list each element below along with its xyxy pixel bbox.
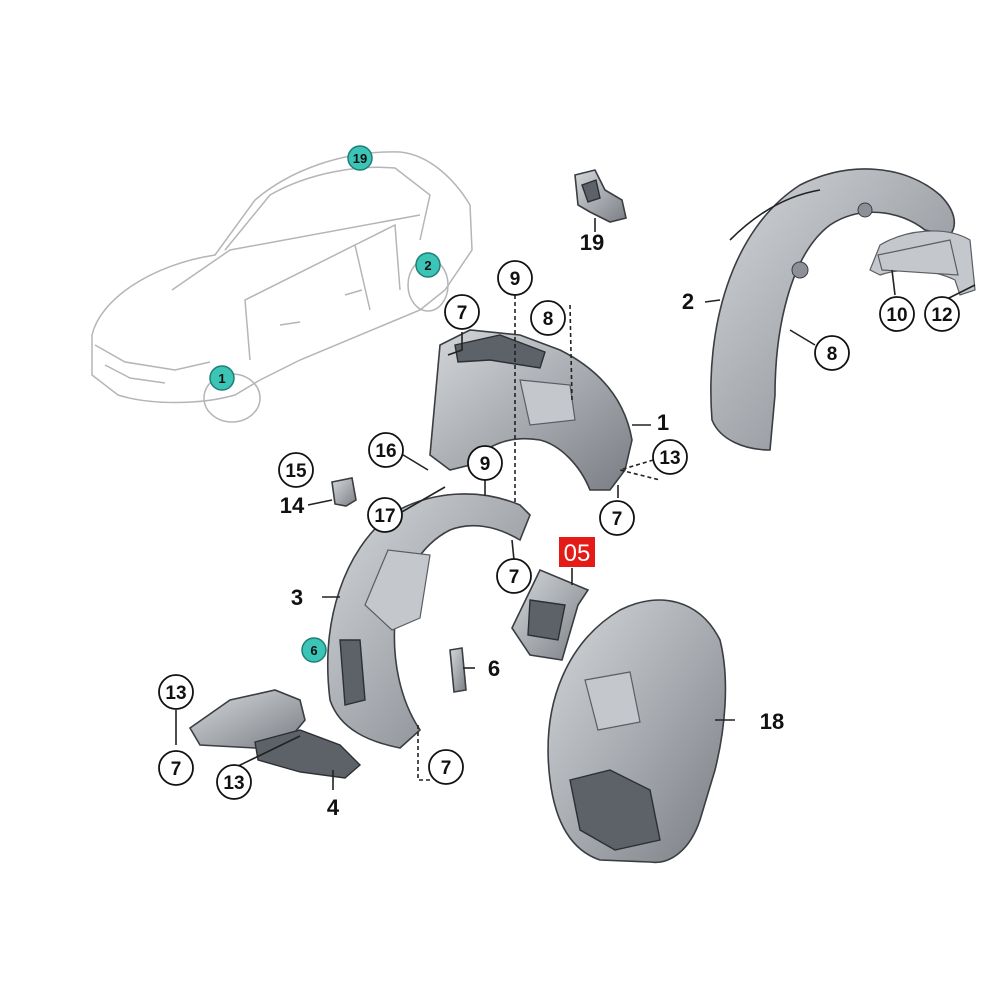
svg-text:7: 7 <box>509 567 520 588</box>
svg-text:19: 19 <box>580 230 604 255</box>
part-14-clip <box>331 477 357 507</box>
svg-text:2: 2 <box>424 258 431 273</box>
teal-callout-6: 6 <box>301 637 327 663</box>
part-18-wheel-liner <box>547 599 727 864</box>
svg-text:9: 9 <box>510 269 521 290</box>
svg-text:15: 15 <box>285 461 307 482</box>
label-4: 4 <box>327 795 340 820</box>
highlight-label-05: 05 <box>559 537 595 567</box>
car-marker-19: 19 <box>347 145 373 171</box>
callout-9b: 9 <box>467 445 503 481</box>
callout-13a: 13 <box>652 439 688 475</box>
callout-13c: 13 <box>216 764 252 800</box>
svg-text:05: 05 <box>564 540 591 567</box>
callout-7e: 7 <box>428 749 464 785</box>
svg-text:7: 7 <box>441 758 452 779</box>
svg-text:16: 16 <box>375 441 396 462</box>
label-18: 18 <box>760 709 784 734</box>
car-marker-2: 2 <box>415 252 441 278</box>
svg-text:8: 8 <box>543 309 554 330</box>
car-marker-1: 1 <box>209 365 235 391</box>
svg-text:6: 6 <box>310 643 317 658</box>
callout-7c: 7 <box>496 558 532 594</box>
part-4-underbody-panel <box>188 689 362 779</box>
svg-text:13: 13 <box>165 683 186 704</box>
callout-7a: 7 <box>444 294 480 330</box>
label-1: 1 <box>657 410 669 435</box>
svg-text:9: 9 <box>480 454 491 475</box>
callout-17: 17 <box>367 497 403 533</box>
callout-15: 15 <box>278 452 314 488</box>
car-outline <box>91 151 473 423</box>
svg-text:13: 13 <box>223 773 244 794</box>
label-19: 19 <box>580 230 604 255</box>
part-2-rear-wheel-liner <box>710 168 976 451</box>
svg-text:12: 12 <box>931 305 952 326</box>
label-14: 14 <box>280 493 305 518</box>
callout-8a: 8 <box>530 300 566 336</box>
part-6-bracket <box>449 647 467 693</box>
part-1-wheel-liner <box>429 329 633 491</box>
leader-lines <box>175 218 976 790</box>
svg-text:17: 17 <box>374 506 395 527</box>
part-05-cover <box>511 568 590 661</box>
svg-text:8: 8 <box>827 344 838 365</box>
label-3: 3 <box>291 585 303 610</box>
callout-10: 10 <box>879 296 915 332</box>
svg-text:7: 7 <box>171 759 182 780</box>
callout-13b: 13 <box>158 674 194 710</box>
svg-text:7: 7 <box>612 509 623 530</box>
callout-7d: 7 <box>158 750 194 786</box>
svg-text:19: 19 <box>353 151 367 166</box>
svg-text:1: 1 <box>218 371 225 386</box>
label-2: 2 <box>682 289 694 314</box>
callout-16: 16 <box>368 432 404 468</box>
svg-text:10: 10 <box>886 305 907 326</box>
svg-text:7: 7 <box>457 303 468 324</box>
callout-7b: 7 <box>599 500 635 536</box>
part-3-wheel-liner <box>327 493 531 749</box>
callout-12: 12 <box>924 296 960 332</box>
part-19-bracket <box>574 169 627 223</box>
callout-8b: 8 <box>814 335 850 371</box>
label-6: 6 <box>488 656 500 681</box>
svg-text:1: 1 <box>657 410 669 435</box>
callout-9a: 9 <box>497 260 533 296</box>
svg-text:13: 13 <box>659 448 680 469</box>
